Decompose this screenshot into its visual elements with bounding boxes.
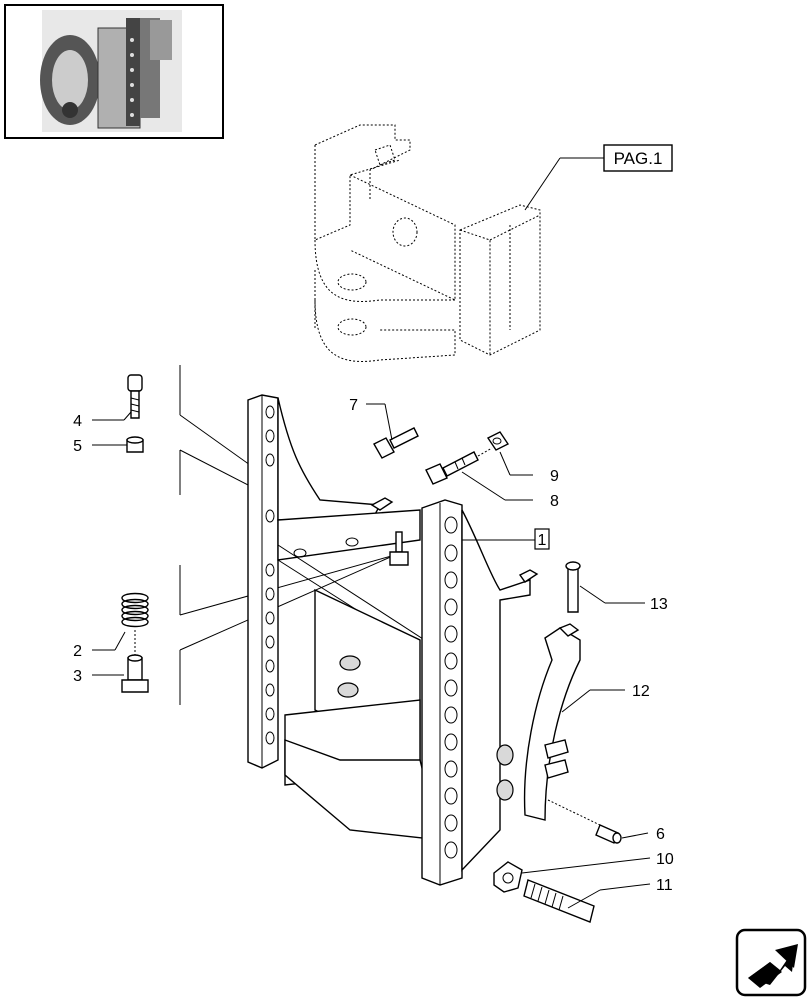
curved-bracket-12 xyxy=(523,623,581,821)
callout-13: 13 xyxy=(650,596,668,613)
callout-11: 11 xyxy=(656,877,673,894)
dowel-pin-6 xyxy=(595,824,622,844)
pin-3 xyxy=(121,654,149,693)
callout-10: 10 xyxy=(656,851,674,868)
callout-6: 6 xyxy=(656,826,665,843)
callout-2: 2 xyxy=(73,643,82,660)
callout-leaders xyxy=(92,403,651,909)
callout-4: 4 xyxy=(73,413,82,430)
bolt-4 xyxy=(127,374,143,419)
drawbar-frame xyxy=(247,394,539,886)
nut-10 xyxy=(493,861,523,893)
callout-1: 1 xyxy=(538,532,547,549)
reference-box[interactable]: PAG.1 xyxy=(524,144,673,211)
plate-pin xyxy=(389,531,409,566)
callout-7: 7 xyxy=(349,397,358,414)
callout-8: 8 xyxy=(550,493,559,510)
next-page-arrow-icon[interactable] xyxy=(735,928,807,997)
threaded-stud-11 xyxy=(523,879,595,923)
right-rail-holes xyxy=(444,516,458,859)
bolt-8 xyxy=(425,451,479,485)
thumbnail-photo xyxy=(4,4,224,139)
spring-2 xyxy=(121,592,149,628)
nut-5 xyxy=(126,436,144,453)
callout-9: 9 xyxy=(550,468,559,485)
nut-9 xyxy=(486,431,510,451)
callout-12: 12 xyxy=(632,683,650,700)
left-rail-holes xyxy=(265,405,275,745)
bolt-7 xyxy=(373,427,419,459)
callout-labels: 4 5 2 3 7 9 8 1 13 12 6 10 11 xyxy=(73,397,674,894)
reference-assembly-dotted xyxy=(314,124,541,362)
callout-3: 3 xyxy=(73,668,82,685)
pin-13 xyxy=(565,561,581,613)
reference-label: PAG.1 xyxy=(614,149,663,168)
reference-leader xyxy=(524,157,561,211)
callout-5: 5 xyxy=(73,438,82,455)
callout-1-box xyxy=(534,528,550,550)
